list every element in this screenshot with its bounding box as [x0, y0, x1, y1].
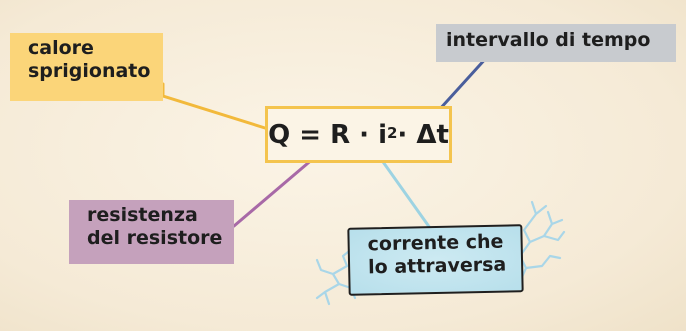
label-calore-sprigionato: calore sprigionato [10, 33, 163, 101]
label-calore-line2: sprigionato [28, 60, 151, 83]
formula-rhs: · Δt [397, 119, 449, 150]
label-intervallo-di-tempo: intervallo di tempo [436, 24, 676, 62]
lightning-crack-decoration [315, 246, 357, 306]
label-corrente-line1: corrente che [367, 230, 504, 256]
connector-calore [161, 82, 267, 130]
label-corrente-che-lo-attraversa: corrente che lo attraversa [347, 224, 524, 296]
label-corrente-line2: lo attraversa [367, 253, 507, 279]
label-calore-line1: calore [28, 37, 94, 59]
label-resistenza-del-resistore: resistenza del resistore [69, 200, 234, 264]
formula-lhs: Q = R · i [268, 119, 387, 150]
label-resistenza-line2: del resistore [87, 227, 223, 250]
formula-exponent: 2 [386, 123, 398, 142]
label-resistenza-line1: resistenza [87, 204, 198, 226]
